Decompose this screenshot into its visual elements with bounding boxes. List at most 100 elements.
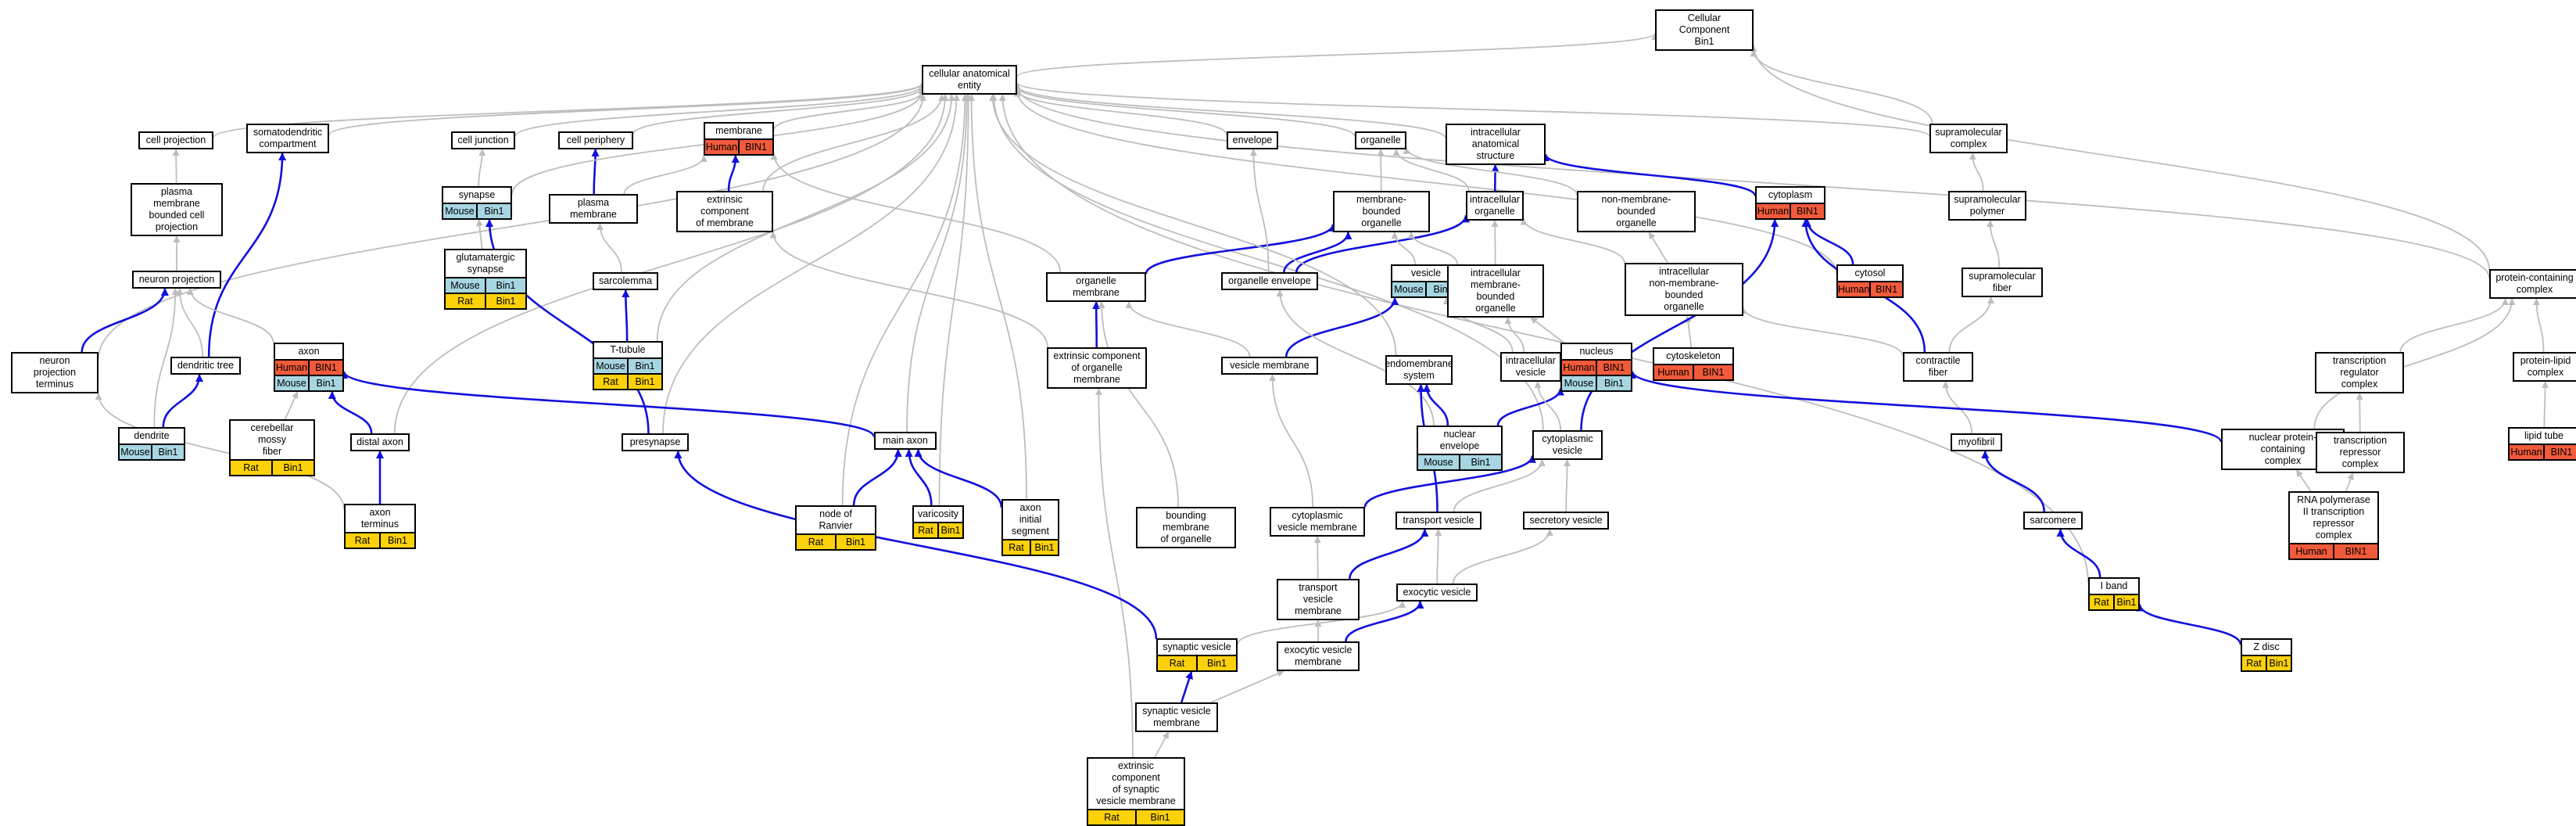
species-badge: Human bbox=[2510, 445, 2543, 459]
go-term-label: T-tubule bbox=[594, 343, 661, 357]
go-term-protein-lipid-complex[interactable]: protein-lipid complex bbox=[2513, 352, 2576, 382]
go-term-label: contractile fiber bbox=[1904, 354, 1972, 380]
go-term-label: vesicle membrane bbox=[1223, 358, 1317, 373]
go-term-transport-vesicle[interactable]: transport vesicle bbox=[1395, 512, 1481, 530]
go-term-cellular-component-bin1[interactable]: Cellular Component Bin1 bbox=[1655, 9, 1754, 51]
go-term-neuron-projection-terminus[interactable]: neuron projection terminus bbox=[11, 352, 99, 393]
go-term-label: bounding membrane of organelle bbox=[1138, 508, 1234, 547]
gene-badge: BIN1 bbox=[1790, 204, 1824, 218]
go-term-supramolecular-fiber[interactable]: supramolecular fiber bbox=[1962, 268, 2043, 297]
go-term-exocytic-vesicle[interactable]: exocytic vesicle bbox=[1396, 584, 1478, 602]
go-term-label: synapse bbox=[443, 188, 511, 203]
go-term-label: transport vesicle membrane bbox=[1278, 580, 1358, 619]
go-term-intracellular-vesicle[interactable]: intracellular vesicle bbox=[1500, 352, 1561, 382]
go-term-extrinsic-component-of-organelle-membrane[interactable]: extrinsic component of organelle membran… bbox=[1047, 347, 1147, 389]
go-term-rna-polymerase-ii-transcription-repressor-complex[interactable]: RNA polymerase II transcription represso… bbox=[2288, 491, 2379, 560]
go-term-plasma-membrane-bounded-cell-projection[interactable]: plasma membrane bounded cell projection bbox=[131, 183, 223, 236]
go-term-bounding-membrane-of-organelle[interactable]: bounding membrane of organelle bbox=[1136, 507, 1236, 548]
go-term-distal-axon[interactable]: distal axon bbox=[350, 433, 410, 451]
species-badge: Rat bbox=[231, 461, 271, 475]
go-term-synaptic-vesicle-membrane[interactable]: synaptic vesicle membrane bbox=[1135, 702, 1218, 732]
go-term-extrinsic-component-of-synaptic-vesicle-membrane[interactable]: extrinsic component of synaptic vesicle … bbox=[1087, 757, 1185, 826]
go-term-label: endomembrane system bbox=[1387, 357, 1451, 383]
go-term-vesicle-membrane[interactable]: vesicle membrane bbox=[1221, 357, 1318, 375]
go-term-intracellular-non-membrane-bounded-organelle[interactable]: intracellular non-membrane-bounded organ… bbox=[1625, 263, 1743, 316]
go-term-myofibril[interactable]: myofibril bbox=[1951, 433, 2002, 451]
go-term-sarcomere[interactable]: sarcomere bbox=[2023, 512, 2083, 530]
go-term-label: myofibril bbox=[1952, 435, 2001, 450]
go-term-organelle[interactable]: organelle bbox=[1355, 131, 1406, 149]
go-term-contractile-fiber[interactable]: contractile fiber bbox=[1903, 352, 1973, 382]
go-term-cellular-anatomical-entity[interactable]: cellular anatomical entity bbox=[922, 65, 1017, 95]
go-term-presynapse[interactable]: presynapse bbox=[622, 433, 689, 451]
go-term-somatodendritic-compartment[interactable]: somatodendritic compartment bbox=[246, 124, 329, 153]
go-term-label: cell periphery bbox=[560, 133, 632, 148]
go-term-supramolecular-polymer[interactable]: supramolecular polymer bbox=[1948, 191, 2026, 221]
go-term-transcription-regulator-complex[interactable]: transcription regulator complex bbox=[2315, 352, 2404, 393]
go-term-transcription-repressor-complex[interactable]: transcription repressor complex bbox=[2316, 432, 2405, 473]
gene-badge: Bin1 bbox=[476, 204, 511, 218]
go-term-intracellular-membrane-bounded-organelle[interactable]: intracellular membrane-bounded organelle bbox=[1447, 264, 1544, 318]
go-term-label: secretory vesicle bbox=[1524, 513, 1607, 528]
go-term-sarcolemma[interactable]: sarcolemma bbox=[593, 272, 658, 290]
go-term-cell-junction[interactable]: cell junction bbox=[451, 131, 515, 149]
go-term-label: synaptic vesicle membrane bbox=[1137, 704, 1216, 731]
go-term-label: cerebellar mossy fiber bbox=[231, 421, 313, 459]
go-term-transport-vesicle-membrane[interactable]: transport vesicle membrane bbox=[1277, 579, 1360, 620]
gene-badge: Bin1 bbox=[1596, 376, 1631, 390]
go-term-cell-projection[interactable]: cell projection bbox=[138, 131, 213, 149]
gene-badge: Bin1 bbox=[2113, 595, 2138, 609]
species-badge: Human bbox=[275, 361, 308, 375]
go-term-non-membrane-bounded-organelle[interactable]: non-membrane-bounded organelle bbox=[1577, 191, 1696, 232]
go-term-organelle-membrane[interactable]: organelle membrane bbox=[1046, 272, 1146, 302]
go-term-intracellular-anatomical-structure[interactable]: intracellular anatomical structure bbox=[1446, 124, 1546, 165]
go-term-envelope[interactable]: envelope bbox=[1227, 131, 1278, 149]
go-term-secretory-vesicle[interactable]: secretory vesicle bbox=[1523, 512, 1609, 530]
go-term-exocytic-vesicle-membrane[interactable]: exocytic vesicle membrane bbox=[1277, 641, 1360, 671]
gene-badge: Bin1 bbox=[2266, 656, 2291, 670]
species-badge: Mouse bbox=[275, 376, 308, 390]
go-term-label: neuron projection bbox=[134, 272, 220, 287]
go-term-main-axon[interactable]: main axon bbox=[874, 432, 937, 450]
species-badge: Rat bbox=[1003, 540, 1030, 555]
go-term-cytoplasmic-vesicle[interactable]: cytoplasmic vesicle bbox=[1532, 430, 1603, 460]
go-term-membrane-bounded-organelle[interactable]: membrane-bounded organelle bbox=[1333, 191, 1430, 232]
go-term-cell-periphery[interactable]: cell periphery bbox=[558, 131, 633, 149]
go-term-neuron-projection[interactable]: neuron projection bbox=[132, 271, 221, 289]
gene-badge: BIN1 bbox=[1693, 365, 1732, 379]
go-term-cytoplasmic-vesicle-membrane[interactable]: cytoplasmic vesicle membrane bbox=[1270, 507, 1365, 537]
go-term-label: supramolecular polymer bbox=[1950, 192, 2025, 219]
go-term-endomembrane-system[interactable]: endomembrane system bbox=[1385, 355, 1453, 385]
go-term-plasma-membrane[interactable]: plasma membrane bbox=[549, 194, 638, 224]
go-term-protein-containing-complex[interactable]: protein-containing complex bbox=[2489, 269, 2576, 299]
go-term-dendritic-tree[interactable]: dendritic tree bbox=[170, 357, 241, 375]
go-term-intracellular-organelle[interactable]: intracellular organelle bbox=[1466, 191, 1524, 221]
go-term-supramolecular-complex[interactable]: supramolecular complex bbox=[1929, 124, 2008, 153]
go-term-organelle-envelope[interactable]: organelle envelope bbox=[1221, 272, 1318, 290]
go-term-extrinsic-component-of-membrane[interactable]: extrinsic component of membrane bbox=[676, 191, 773, 232]
